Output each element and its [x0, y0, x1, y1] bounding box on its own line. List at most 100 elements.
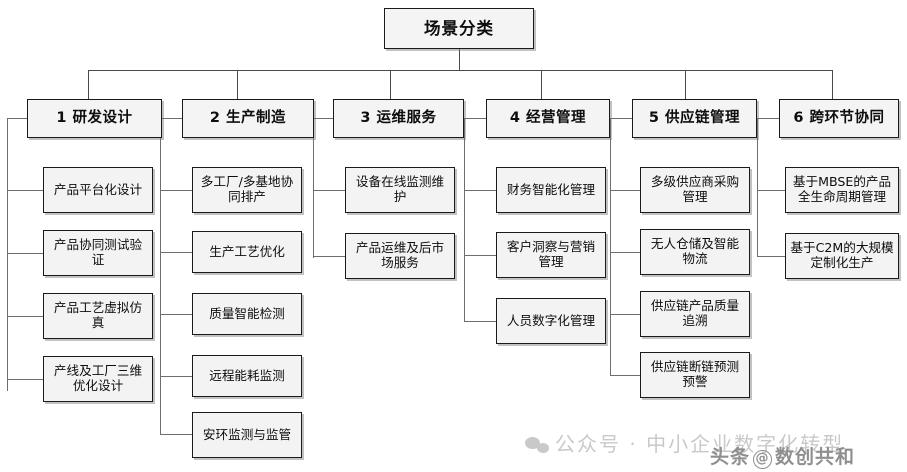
- connector-c3-branch-2: [313, 256, 345, 257]
- category-label: 5 供应链管理: [648, 109, 741, 126]
- category-label: 6 跨环节协同: [793, 109, 885, 126]
- connector-c2-branch-2: [160, 252, 192, 253]
- leaf-label: 供应链断链预测预警: [650, 359, 740, 389]
- connector-drop-3: [390, 70, 391, 99]
- connector-c2-head: [160, 118, 182, 119]
- toutiao-prefix: 头条: [710, 446, 751, 468]
- connector-c5-head: [610, 118, 632, 119]
- leaf-label: 生产工艺优化: [209, 243, 285, 259]
- category-label: 3 运维服务: [360, 109, 437, 126]
- leaf-label: 安环监测与监管: [202, 426, 292, 442]
- connector-c4-trunk: [464, 118, 465, 321]
- leaf-node[interactable]: 产品平台化设计: [43, 167, 153, 213]
- at-icon: @: [753, 450, 773, 469]
- leaf-node[interactable]: 安环监测与监管: [192, 412, 302, 458]
- connector-c1-branch-1: [7, 190, 43, 191]
- connector-c5-trunk: [610, 118, 611, 375]
- leaf-node[interactable]: 产品运维及后市场服务: [345, 233, 455, 279]
- leaf-node[interactable]: 基于MBSE的产品全生命周期管理: [785, 167, 899, 213]
- leaf-label: 质量智能检测: [209, 305, 285, 321]
- leaf-label: 无人仓储及智能物流: [650, 236, 740, 266]
- connector-c3-trunk: [313, 118, 314, 258]
- category-header-supply-chain[interactable]: 5 供应链管理: [632, 99, 757, 138]
- connector-c2-branch-4: [160, 376, 192, 377]
- category-header-business-management[interactable]: 4 经营管理: [486, 99, 610, 138]
- connector-c6-branch-1: [757, 190, 785, 191]
- leaf-label: 设备在线监测维护: [355, 174, 445, 204]
- connector-c2-branch-5: [160, 434, 192, 435]
- root-node[interactable]: 场景分类: [384, 8, 534, 49]
- leaf-node[interactable]: 供应链产品质量追溯: [640, 291, 750, 337]
- wechat-watermark: 公众号 · 中小企业数字化转型: [525, 428, 844, 457]
- connector-c2-trunk: [160, 118, 161, 434]
- connector-c1-branch-3: [7, 316, 43, 317]
- category-label: 4 经营管理: [509, 109, 587, 126]
- connector-drop-1: [88, 70, 89, 99]
- connector-c5-branch-1: [610, 190, 640, 191]
- connector-c6-head: [757, 118, 779, 119]
- connector-c1-branch-2: [7, 253, 43, 254]
- category-header-cross-link[interactable]: 6 跨环节协同: [779, 99, 899, 138]
- leaf-label: 客户洞察与营销管理: [506, 239, 596, 269]
- leaf-node[interactable]: 生产工艺优化: [192, 231, 302, 273]
- connector-c2-branch-1: [160, 190, 192, 191]
- leaf-node[interactable]: 多工厂/多基地协同排产: [192, 167, 302, 213]
- connector-c4-head: [464, 118, 486, 119]
- connector-c6-trunk: [757, 118, 758, 256]
- connector-drop-4: [541, 70, 542, 99]
- leaf-node[interactable]: 多级供应商采购管理: [640, 167, 750, 213]
- leaf-label: 远程能耗监测: [209, 367, 285, 383]
- connector-c5-branch-3: [610, 314, 640, 315]
- connector-root-stem: [459, 49, 460, 70]
- leaf-label: 产品平台化设计: [53, 181, 143, 197]
- toutiao-watermark: 头条@数创共和: [710, 442, 855, 469]
- category-header-operation-maintenance[interactable]: 3 运维服务: [333, 99, 464, 138]
- leaf-node[interactable]: 无人仓储及智能物流: [640, 229, 750, 275]
- connector-c3-head: [313, 118, 333, 119]
- connector-c5-branch-2: [610, 252, 640, 253]
- connector-c1-trunk: [7, 118, 8, 391]
- leaf-node[interactable]: 质量智能检测: [192, 293, 302, 335]
- leaf-node[interactable]: 产品工艺虚拟仿真: [43, 293, 153, 339]
- leaf-label: 产品工艺虚拟仿真: [53, 300, 143, 330]
- connector-main-bus: [88, 70, 832, 71]
- connector-c1-branch-4: [7, 379, 43, 380]
- toutiao-name: 数创共和: [775, 446, 856, 468]
- leaf-node[interactable]: 财务智能化管理: [496, 167, 606, 213]
- connector-c1-head: [7, 118, 27, 119]
- wechat-watermark-text: 公众号 · 中小企业数字化转型: [555, 432, 845, 456]
- category-label: 2 生产制造: [209, 109, 287, 126]
- leaf-label: 多工厂/多基地协同排产: [200, 174, 294, 204]
- connector-c2-branch-3: [160, 314, 192, 315]
- category-label: 1 研发设计: [56, 109, 133, 126]
- leaf-label: 产品运维及后市场服务: [355, 240, 445, 270]
- connector-drop-2: [237, 70, 238, 99]
- category-header-production[interactable]: 2 生产制造: [182, 99, 314, 138]
- category-header-rd-design[interactable]: 1 研发设计: [27, 99, 162, 138]
- leaf-label: 产线及工厂三维优化设计: [53, 363, 143, 393]
- leaf-node[interactable]: 产品协同测试验证: [43, 230, 153, 276]
- connector-c5-branch-4: [610, 375, 640, 376]
- connector-c4-branch-3: [464, 321, 496, 322]
- leaf-node[interactable]: 基于C2M的大规模定制化生产: [785, 233, 899, 279]
- leaf-label: 多级供应商采购管理: [650, 174, 740, 204]
- connector-drop-5: [685, 70, 686, 99]
- leaf-node[interactable]: 客户洞察与营销管理: [496, 232, 606, 278]
- leaf-label: 财务智能化管理: [506, 181, 596, 197]
- root-node-label: 场景分类: [424, 18, 494, 38]
- leaf-node[interactable]: 人员数字化管理: [496, 298, 606, 344]
- connector-c4-branch-1: [464, 190, 496, 191]
- leaf-node[interactable]: 远程能耗监测: [192, 355, 302, 397]
- leaf-node[interactable]: 设备在线监测维护: [345, 167, 455, 213]
- leaf-label: 基于C2M的大规模定制化生产: [790, 240, 894, 270]
- connector-c3-branch-1: [313, 190, 345, 191]
- leaf-label: 基于MBSE的产品全生命周期管理: [792, 174, 892, 204]
- connector-c6-branch-2: [757, 256, 785, 257]
- leaf-node[interactable]: 产线及工厂三维优化设计: [43, 356, 153, 402]
- leaf-label: 产品协同测试验证: [53, 237, 143, 267]
- connector-drop-6: [832, 70, 833, 99]
- wechat-icon: [525, 437, 549, 453]
- connector-c4-branch-2: [464, 255, 496, 256]
- leaf-node[interactable]: 供应链断链预测预警: [640, 352, 750, 398]
